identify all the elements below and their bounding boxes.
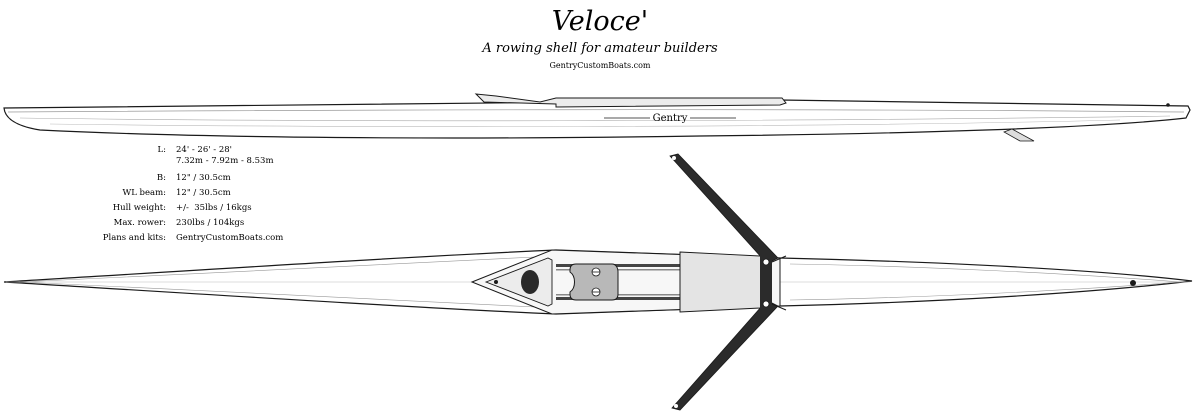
rigger-top-tip [672,156,676,160]
spec-table: L: 24' - 26' - 28' 7.32m - 7.92m - 8.53m… [96,145,284,246]
spec-beam-value: 12" / 30.5cm [176,173,231,183]
rigger-bottom [671,301,779,411]
oarlock-bottom [762,300,770,308]
top-stern-marker [1130,280,1136,286]
spec-wl-beam-label: WL beam: [122,188,166,198]
rigger-top-stay [771,255,787,263]
spec-wl-beam: WL beam: 12" / 30.5cm [96,186,283,201]
rigger-bottom-tip [674,404,678,408]
spec-max-rower-value: 230lbs / 104kgs [176,218,245,228]
top-hull-inner-line-1 [19,255,557,283]
top-hull-inner-line-3 [789,263,1181,283]
side-hull-label: Gentry [653,113,688,124]
side-hull-outline [3,99,1191,139]
spec-hull-weight-label: Hull weight: [112,203,166,213]
top-hull-inner-line-2 [19,281,557,309]
side-hull-line-3 [49,119,1121,127]
spec-length-values: 24' - 26' - 28' 7.32m - 7.92m - 8.53m [176,145,274,167]
seat [569,263,619,301]
foot-stretcher [521,270,539,294]
spec-wl-beam-value: 12" / 30.5cm [176,188,231,198]
side-bow-marker [1166,103,1170,107]
slide-track-bottom [556,297,680,300]
spec-beam: B: 12" / 30.5cm [96,171,283,186]
bow-fitting [494,280,498,284]
spec-hull-weight-value: +/- 35lbs / 16kgs [176,203,252,213]
top-bow-deck [484,257,553,307]
spec-plans-value: GentryCustomBoats.com [176,233,284,243]
side-hull-line-2 [19,115,1171,122]
spec-length-imperial: 24' - 26' - 28' [176,145,233,155]
top-rear-deck [679,251,770,313]
title: Veloce' [551,6,649,37]
rigger-top [669,153,779,263]
slide-track-top [556,264,680,267]
rigger-bridge [760,254,772,310]
top-view [3,153,1193,411]
spec-plans-label: Plans and kits: [102,233,166,243]
side-fin [1003,128,1035,142]
spec-length-label: L: [157,145,166,155]
oarlock-top [762,258,770,266]
side-view: Gentry [3,93,1191,142]
spec-max-rower: Max. rower: 230lbs / 104kgs [96,216,283,231]
rigger-bottom-stay [771,303,787,311]
spec-plans: Plans and kits: GentryCustomBoats.com [96,231,284,246]
spec-length-metric: 7.32m - 7.92m - 8.53m [176,156,274,166]
spec-beam-label: B: [156,173,166,183]
side-hull-line-1 [7,109,1185,113]
subtitle: A rowing shell for amateur builders [482,41,718,56]
spec-max-rower-label: Max. rower: [113,218,166,228]
spec-length: L: 24' - 26' - 28' 7.32m - 7.92m - 8.53m [96,145,283,167]
side-cockpit-coaming [474,93,787,108]
top-hull-inner-line-4 [789,281,1181,301]
spec-hull-weight: Hull weight: +/- 35lbs / 16kgs [96,201,283,216]
website: GentryCustomBoats.com [549,61,651,70]
